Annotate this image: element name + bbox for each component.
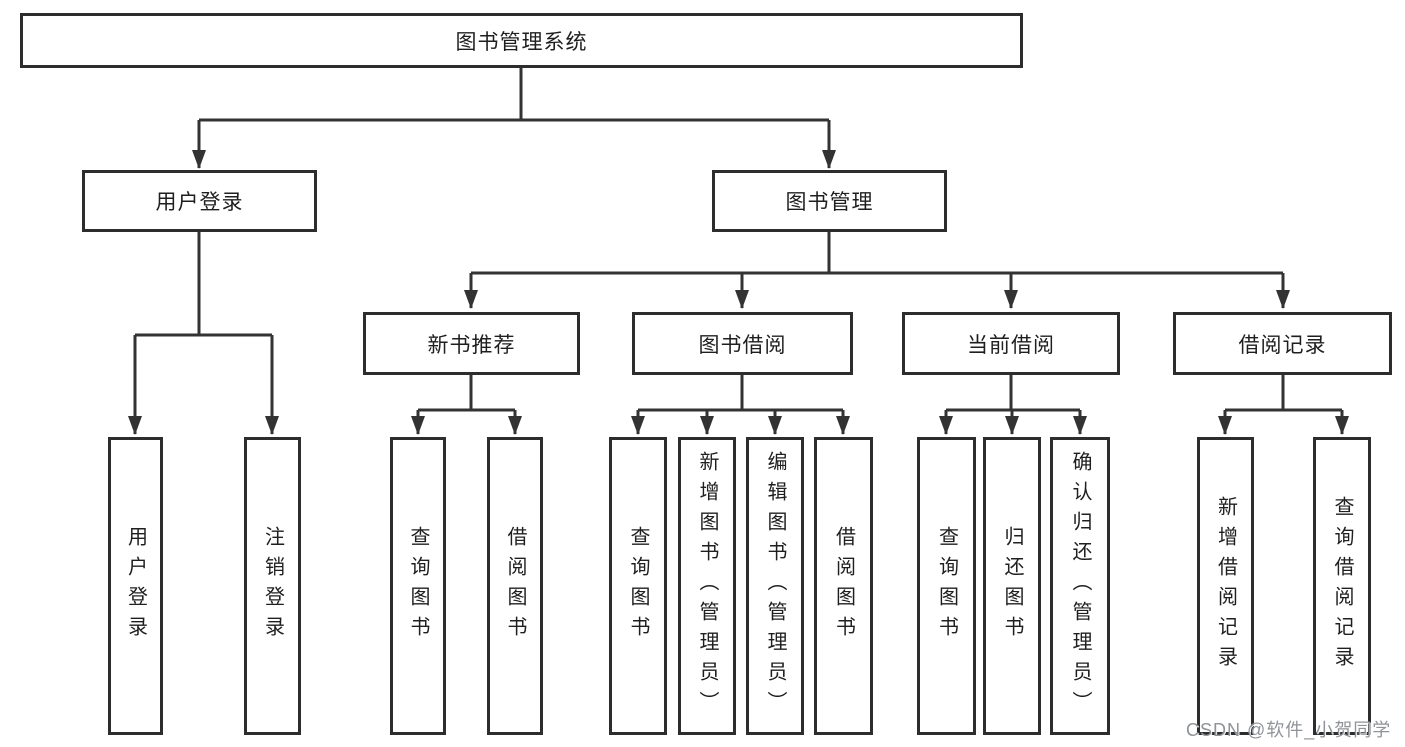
leaf-borrow-books-recommend: 借阅图书 (487, 437, 543, 735)
leaf-query-books-current: 查询图书 (917, 437, 976, 735)
node-book-borrowing: 图书借阅 (632, 312, 853, 375)
leaf-return-books: 归还图书 (983, 437, 1041, 735)
leaf-add-borrow-record: 新增借阅记录 (1197, 437, 1254, 735)
node-current-borrowing-label: 当前借阅 (967, 333, 1055, 357)
leaf-query-books-borrowing-label: 查询图书 (627, 526, 649, 646)
leaf-add-borrow-record-label: 新增借阅记录 (1214, 496, 1237, 676)
node-book-borrowing-label: 图书借阅 (698, 333, 787, 357)
leaf-query-books-recommend-label: 查询图书 (407, 526, 429, 646)
leaf-query-books-recommend: 查询图书 (390, 437, 446, 735)
leaf-add-books-admin-label: 新增图书（管理员） (696, 451, 718, 721)
node-root-label: 图书管理系统 (455, 30, 588, 54)
node-book-management-label: 图书管理 (785, 191, 874, 214)
leaf-borrow-books-recommend-label: 借阅图书 (504, 526, 526, 646)
leaf-borrow-books-label: 借阅图书 (832, 526, 855, 646)
node-new-book-recommend: 新书推荐 (363, 312, 580, 375)
leaf-confirm-return-admin: 确认归还（管理员） (1050, 437, 1110, 735)
leaf-logout: 注销登录 (244, 437, 301, 735)
leaf-edit-books-admin: 编辑图书（管理员） (746, 437, 804, 735)
arrow-drops (128, 120, 1349, 435)
node-borrow-records-label: 借阅记录 (1238, 333, 1327, 357)
leaf-add-books-admin: 新增图书（管理员） (678, 437, 736, 735)
leaf-edit-books-admin-label: 编辑图书（管理员） (764, 451, 786, 721)
leaf-user-login: 用户登录 (108, 437, 163, 735)
node-new-book-recommend-label: 新书推荐 (427, 333, 516, 357)
leaf-query-borrow-record: 查询借阅记录 (1313, 437, 1371, 735)
leaf-return-books-label: 归还图书 (1001, 526, 1023, 646)
node-user-login: 用户登录 (82, 170, 317, 232)
node-current-borrowing: 当前借阅 (902, 312, 1120, 375)
node-borrow-records: 借阅记录 (1173, 312, 1392, 375)
leaf-query-books-current-label: 查询图书 (935, 526, 958, 646)
leaf-confirm-return-admin-label: 确认归还（管理员） (1069, 451, 1091, 721)
branch-lines (135, 68, 1342, 412)
node-book-management: 图书管理 (712, 170, 947, 232)
leaf-logout-label: 注销登录 (261, 526, 284, 646)
node-user-login-label: 用户登录 (155, 191, 244, 214)
csdn-watermark: CSDN @软件_小贺同学 (1186, 720, 1392, 740)
leaf-query-borrow-record-label: 查询借阅记录 (1331, 496, 1353, 676)
node-root: 图书管理系统 (20, 13, 1023, 68)
leaf-user-login-label: 用户登录 (124, 526, 147, 646)
leaf-query-books-borrowing: 查询图书 (609, 437, 667, 735)
leaf-borrow-books: 借阅图书 (814, 437, 873, 735)
